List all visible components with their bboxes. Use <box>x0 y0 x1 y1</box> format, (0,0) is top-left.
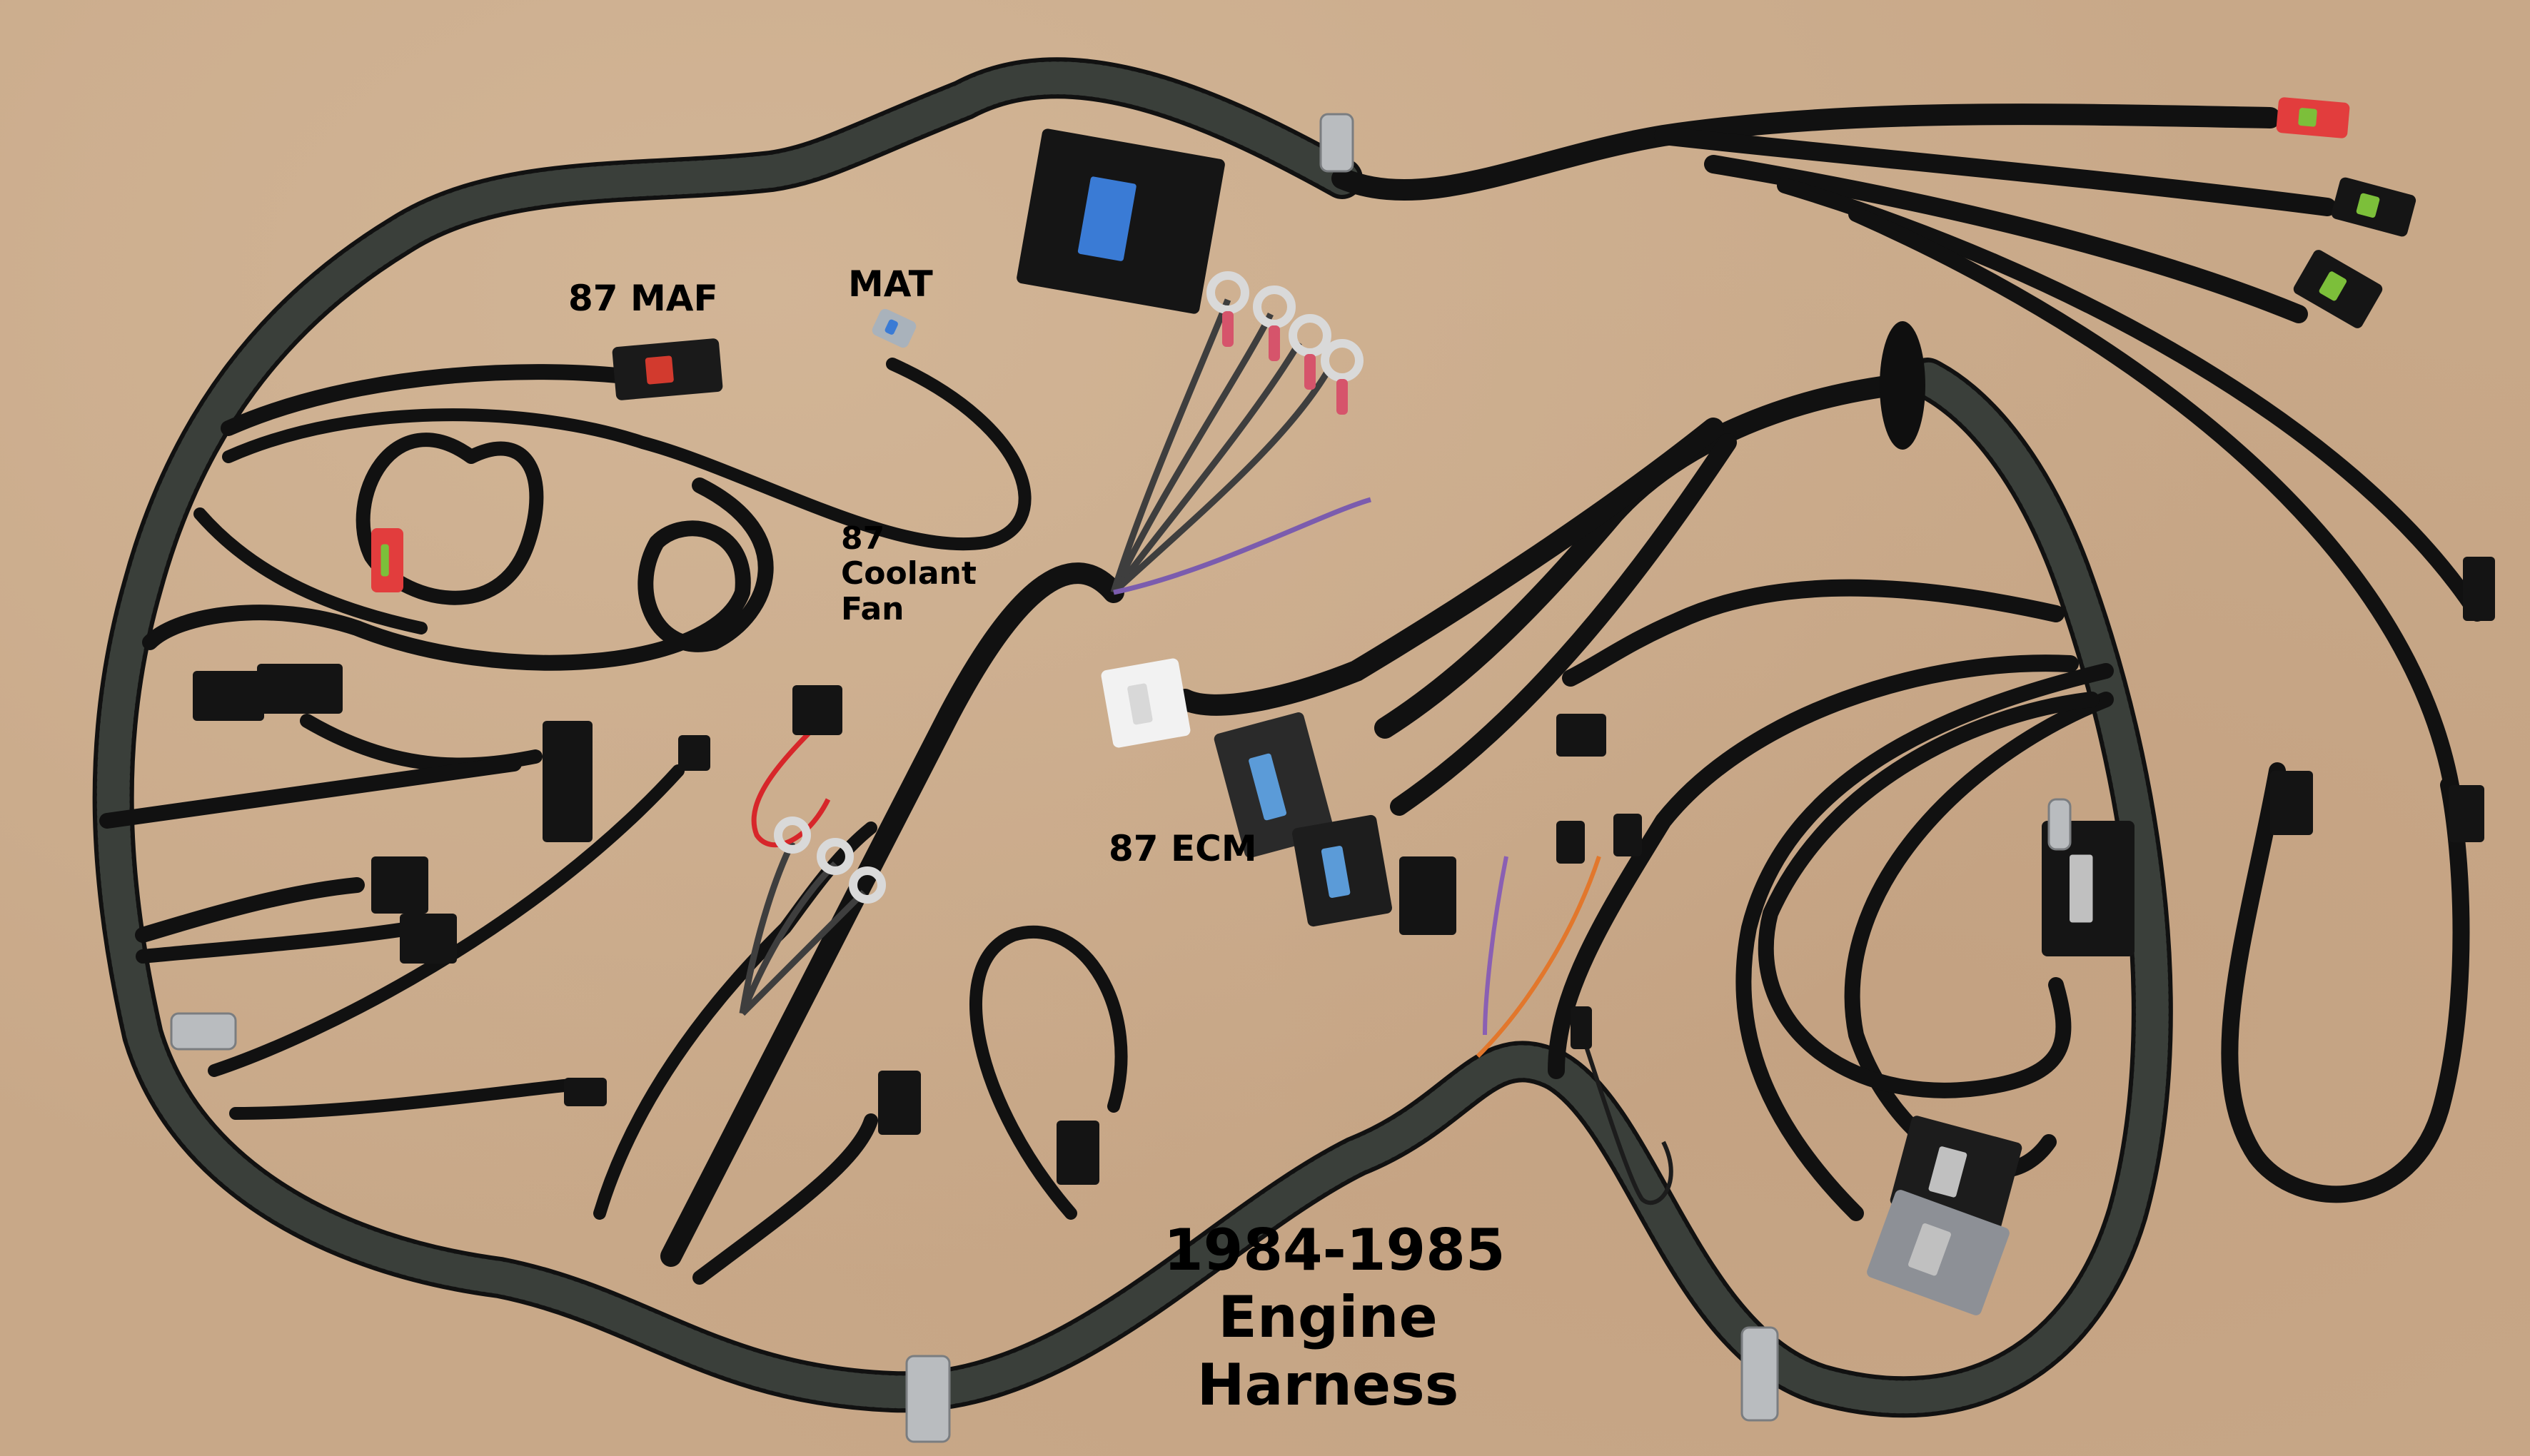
orange-wire <box>1476 856 1601 1058</box>
terminals-layer <box>774 271 1364 904</box>
small-connector <box>1399 856 1456 935</box>
black-connector-right-2-accent <box>2319 271 2347 301</box>
small-connector <box>2270 771 2313 835</box>
label-87-coolant-fan: 87 Coolant Fan <box>841 521 977 627</box>
small-connector <box>1057 1121 1099 1185</box>
mounting-clamp <box>905 1355 951 1443</box>
ring-terminals-top <box>1110 298 1371 595</box>
red-connector-top-right-accent <box>2298 108 2317 127</box>
small-connector <box>543 721 593 842</box>
clamps-layer <box>170 113 2072 1443</box>
mounting-clamp <box>1319 113 1354 173</box>
ring-terminal-sleeve <box>1336 379 1348 415</box>
mat-connector-accent <box>885 319 898 335</box>
fuse-block-accent <box>1077 176 1137 261</box>
mounting-clamp <box>170 1012 237 1051</box>
small-connector <box>2449 785 2484 842</box>
black-connector-right-2 <box>2293 250 2383 328</box>
harness-title: 1984-1985 Engine Harness <box>1164 1217 1506 1419</box>
small-connector <box>193 671 264 721</box>
left-branches <box>99 358 1128 1220</box>
ring-terminal <box>1321 339 1364 382</box>
ecm-connector-1 <box>1214 712 1335 858</box>
rubber-grommet <box>1880 321 1925 450</box>
title-engine: Engine <box>1218 1284 1438 1351</box>
ecm-branch <box>1174 321 2114 1221</box>
red-connector-left <box>371 528 403 592</box>
maf-connector-accent <box>645 355 674 385</box>
label-coolant-line-2: Coolant <box>841 555 977 592</box>
label-87-maf: 87 MAF <box>568 278 718 319</box>
small-connector <box>792 685 842 735</box>
purple-wire <box>1483 856 1508 1036</box>
mounting-clamp <box>2047 798 2072 851</box>
fuse-block <box>1017 128 1225 314</box>
relay-middle-accent <box>1928 1146 1967 1198</box>
small-connector <box>400 914 457 964</box>
small-connector <box>1571 1006 1592 1049</box>
small-connector <box>878 1071 921 1135</box>
black-connector-right-1 <box>2331 177 2416 237</box>
small-connector <box>678 735 710 771</box>
ring-terminals-bottom <box>739 840 867 1016</box>
ring-terminal <box>849 866 886 904</box>
maf-connector <box>612 338 723 400</box>
label-87-ecm: 87 ECM <box>1109 828 1257 869</box>
mounting-clamp <box>1740 1326 1779 1422</box>
relay-top-accent <box>2070 854 2093 923</box>
label-mat: MAT <box>848 263 933 305</box>
small-connector <box>564 1078 607 1106</box>
small-connector <box>2463 557 2495 621</box>
white-connector-accent <box>1127 683 1153 725</box>
relay-bottom <box>1867 1190 2010 1315</box>
ring-terminal <box>1289 314 1331 357</box>
connectors-layer <box>193 97 2495 1315</box>
relay-bottom-accent <box>1908 1223 1951 1276</box>
title-harness: Harness <box>1196 1351 1459 1418</box>
label-coolant-line-1: 87 <box>841 520 885 557</box>
ring-terminal-sleeve <box>1269 325 1280 361</box>
ring-terminal <box>774 817 811 854</box>
ecm-connector-2 <box>1292 814 1392 927</box>
ecm-connector-2-accent <box>1321 846 1351 899</box>
sensor-lead-loop <box>1576 1020 1673 1205</box>
ecm-connector-1-accent <box>1249 753 1287 821</box>
ring-terminal <box>1206 271 1249 314</box>
white-connector <box>1101 658 1191 748</box>
small-connector <box>371 856 428 914</box>
red-connector-left-accent <box>380 544 389 577</box>
main-conduit <box>92 57 2173 1418</box>
top-right-branch <box>1331 103 2485 1203</box>
red-connector-top-right <box>2276 97 2350 138</box>
small-connector <box>1556 714 1606 757</box>
small-connector <box>1613 814 1642 856</box>
title-years: 1984-1985 <box>1164 1217 1506 1283</box>
ring-terminal <box>817 838 854 875</box>
small-connector <box>1556 821 1585 864</box>
small-connector <box>257 664 343 714</box>
ring-terminal <box>1253 285 1296 328</box>
relay-top <box>2042 821 2135 956</box>
ring-terminal-sleeve <box>1222 311 1234 347</box>
black-connector-right-1-accent <box>2356 193 2380 218</box>
label-coolant-line-3: Fan <box>841 590 904 627</box>
mat-connector <box>872 308 917 348</box>
ring-terminal-sleeve <box>1304 354 1316 390</box>
